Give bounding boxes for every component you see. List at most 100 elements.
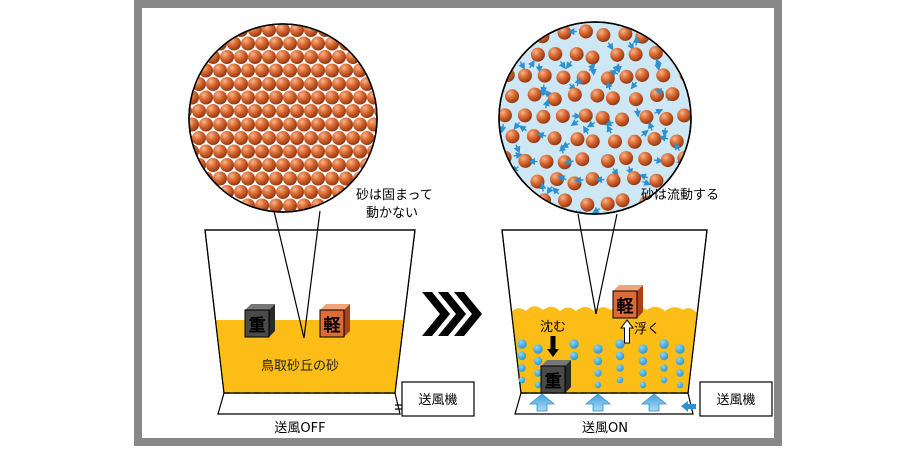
float-label: 浮く bbox=[634, 322, 660, 337]
sand-grain bbox=[505, 129, 519, 143]
sand-grain bbox=[586, 134, 600, 148]
sand-grain bbox=[677, 108, 691, 122]
sand-grain bbox=[220, 50, 234, 64]
sand-grain bbox=[276, 23, 290, 37]
sand-grain bbox=[518, 108, 532, 122]
sand-grain bbox=[332, 77, 346, 91]
sand-grain bbox=[269, 37, 283, 51]
sand-grain bbox=[276, 104, 290, 118]
sand-grain bbox=[596, 28, 610, 42]
sand-grain bbox=[262, 77, 276, 91]
sand-grain bbox=[255, 145, 269, 159]
sand-grain bbox=[556, 109, 570, 123]
sand-name-label: 鳥取砂丘の砂 bbox=[261, 359, 339, 374]
sand-grain bbox=[601, 154, 615, 168]
left-bubble-text-line2: 動かない bbox=[366, 206, 418, 221]
sand-grain bbox=[550, 172, 564, 186]
sand-grain bbox=[518, 69, 532, 83]
sand-grain bbox=[579, 24, 593, 38]
sand-grain bbox=[585, 51, 599, 65]
sand-grain bbox=[608, 134, 622, 148]
sand-grain bbox=[656, 68, 670, 82]
sand-grain bbox=[528, 88, 542, 102]
sand-grain bbox=[311, 145, 325, 159]
sand-grain bbox=[610, 48, 624, 62]
sand-grain bbox=[199, 118, 213, 132]
sand-grain bbox=[241, 172, 255, 186]
state-on-label: 送風ON bbox=[582, 421, 628, 436]
air-bubble bbox=[676, 357, 684, 365]
sand-grain bbox=[255, 172, 269, 186]
sand-grain bbox=[234, 158, 248, 172]
sand-grain bbox=[629, 47, 643, 61]
sand-grain bbox=[311, 37, 325, 51]
sand-grain bbox=[234, 50, 248, 64]
flow-arrow-icon bbox=[578, 180, 584, 181]
sand-grain bbox=[332, 104, 346, 118]
sand-grain bbox=[269, 199, 283, 213]
svg-text:軽: 軽 bbox=[617, 296, 635, 317]
sand-grain bbox=[568, 176, 582, 190]
sand-grain bbox=[548, 47, 562, 61]
sand-grain bbox=[649, 174, 663, 188]
air-bubble bbox=[676, 369, 683, 376]
sand-grain bbox=[262, 131, 276, 145]
sand-grain bbox=[269, 172, 283, 186]
sand-grain bbox=[607, 173, 621, 187]
sand-grain bbox=[199, 91, 213, 105]
sand-grain bbox=[339, 118, 353, 132]
sand-grain bbox=[540, 155, 554, 169]
sand-grain bbox=[558, 193, 572, 207]
sand-grain bbox=[556, 70, 570, 84]
sand-grain bbox=[262, 50, 276, 64]
sand-grain bbox=[262, 185, 276, 199]
sand-grain bbox=[579, 109, 593, 123]
sand-grain bbox=[619, 70, 633, 84]
flow-arrow-icon bbox=[654, 160, 660, 161]
sink-label: 沈む bbox=[540, 320, 566, 335]
sand-grain bbox=[325, 172, 339, 186]
sand-grain bbox=[325, 145, 339, 159]
right-blower-label: 送風機 bbox=[716, 393, 755, 408]
sand-grain bbox=[255, 91, 269, 105]
sand-grain bbox=[248, 158, 262, 172]
left-sand-bed bbox=[216, 320, 403, 393]
air-bubble bbox=[518, 352, 526, 360]
air-bubble bbox=[677, 382, 683, 388]
sand-grain bbox=[276, 158, 290, 172]
sand-grain bbox=[304, 158, 318, 172]
flow-arrow-icon bbox=[542, 185, 543, 191]
sand-grain bbox=[290, 131, 304, 145]
sand-grain bbox=[206, 158, 220, 172]
sand-grain bbox=[346, 104, 360, 118]
sand-grain bbox=[206, 131, 220, 145]
flow-arrow-icon bbox=[539, 64, 540, 70]
air-bubble bbox=[660, 352, 668, 360]
sand-grain bbox=[283, 37, 297, 51]
flow-arrow-icon bbox=[637, 108, 638, 114]
sand-grain bbox=[248, 77, 262, 91]
sand-grain bbox=[213, 91, 227, 105]
sand-grain bbox=[661, 153, 675, 167]
sand-grain bbox=[213, 145, 227, 159]
air-bubble bbox=[517, 339, 526, 348]
sand-grain bbox=[227, 172, 241, 186]
sand-grain bbox=[586, 172, 600, 186]
sand-grain bbox=[213, 118, 227, 132]
sand-grain bbox=[346, 77, 360, 91]
air-bubble bbox=[533, 344, 542, 353]
left-bubble-text-line1: 砂は固まって bbox=[356, 188, 433, 203]
sand-grain bbox=[276, 77, 290, 91]
sand-grain bbox=[601, 72, 615, 86]
sand-grain bbox=[269, 145, 283, 159]
sand-grain bbox=[241, 118, 255, 132]
sand-grain bbox=[616, 193, 630, 207]
air-bubble bbox=[594, 357, 602, 365]
sand-grain bbox=[255, 37, 269, 51]
sand-grain bbox=[248, 104, 262, 118]
air-bubble bbox=[675, 344, 684, 353]
sand-grain bbox=[629, 92, 643, 106]
sand-grain bbox=[234, 77, 248, 91]
sand-grain bbox=[283, 64, 297, 78]
sand-grain bbox=[325, 64, 339, 78]
